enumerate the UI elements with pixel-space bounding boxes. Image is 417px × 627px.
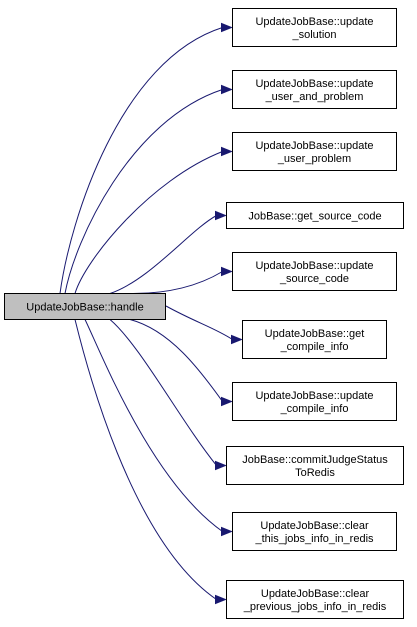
- callee-node-box: [226, 580, 404, 619]
- root-node-label: UpdateJobBase::handle: [26, 302, 143, 314]
- call-edge-arrowhead: [215, 460, 227, 471]
- call-edge: [59, 27, 223, 294]
- call-edge-arrowhead: [221, 22, 233, 33]
- call-edge: [74, 151, 223, 294]
- call-edge: [165, 305, 233, 340]
- callee-node-label-line: UpdateJobBase::update: [255, 390, 373, 402]
- call-edge-arrowhead: [215, 210, 227, 221]
- callee-node-box: [232, 8, 397, 47]
- root-node-box: [4, 293, 166, 320]
- call-edge-arrowhead: [221, 526, 233, 537]
- callee-node-label-line: _user_and_problem: [265, 91, 364, 103]
- callee-node-label-line: _previous_jobs_info_in_redis: [243, 601, 387, 613]
- call-edge: [84, 319, 223, 532]
- callee-node[interactable]: UpdateJobBase::update_solution: [232, 8, 397, 47]
- root-node[interactable]: UpdateJobBase::handle: [4, 293, 166, 320]
- callee-node-label-line: _solution: [291, 29, 336, 41]
- call-edge-arrowhead: [221, 146, 233, 157]
- callee-node-label-line: UpdateJobBase::update: [255, 78, 373, 90]
- call-edge: [64, 89, 223, 294]
- call-edge-arrowhead: [215, 594, 227, 605]
- callee-node-label-line: UpdateJobBase::clear: [261, 588, 370, 600]
- call-edge-arrowhead: [221, 84, 233, 95]
- callee-node-box: [232, 70, 397, 109]
- call-edge: [129, 319, 223, 402]
- callee-node[interactable]: UpdateJobBase::clear_previous_jobs_info_…: [226, 580, 404, 619]
- callee-node[interactable]: UpdateJobBase::update_source_code: [232, 252, 397, 291]
- callee-node-label-line: UpdateJobBase::update: [255, 140, 373, 152]
- callee-node-label-line: ToRedis: [295, 467, 335, 479]
- callee-node-label-line: UpdateJobBase::update: [255, 260, 373, 272]
- call-edge: [109, 319, 217, 466]
- callee-node[interactable]: UpdateJobBase::get_compile_info: [242, 320, 387, 359]
- call-edge-arrowhead: [221, 396, 233, 407]
- callee-node-box: [226, 202, 404, 229]
- callee-node[interactable]: UpdateJobBase::clear_this_jobs_info_in_r…: [232, 512, 397, 551]
- callee-node-label-line: UpdateJobBase::update: [255, 16, 373, 28]
- callee-node-label-line: UpdateJobBase::get: [265, 328, 365, 340]
- callee-node-box: [232, 382, 397, 421]
- callee-node-label-line: _compile_info: [280, 403, 349, 415]
- callee-node[interactable]: UpdateJobBase::update_user_and_problem: [232, 70, 397, 109]
- callee-node[interactable]: UpdateJobBase::update_compile_info: [232, 382, 397, 421]
- callee-node-box: [232, 132, 397, 171]
- callee-node-label-line: JobBase::get_source_code: [248, 211, 381, 223]
- callee-node-box: [232, 512, 397, 551]
- callee-node-label-line: UpdateJobBase::clear: [260, 520, 369, 532]
- callee-node-label-line: _user_problem: [277, 153, 351, 165]
- callee-node[interactable]: UpdateJobBase::update_user_problem: [232, 132, 397, 171]
- callee-node-label-line: _source_code: [279, 273, 349, 285]
- callee-node-box: [226, 446, 404, 485]
- call-edge-arrowhead: [221, 266, 233, 277]
- call-edge: [109, 215, 217, 294]
- callee-node-box: [232, 252, 397, 291]
- call-edges: [59, 22, 243, 605]
- callee-node-label-line: _compile_info: [280, 341, 349, 353]
- call-edge-arrowhead: [231, 334, 243, 345]
- callee-node-label-line: JobBase::commitJudgeStatus: [242, 454, 388, 466]
- callee-node[interactable]: JobBase::get_source_code: [226, 202, 404, 229]
- call-nodes: UpdateJobBase::handle UpdateJobBase::upd…: [4, 8, 404, 619]
- callee-node-box: [242, 320, 387, 359]
- call-edge: [74, 319, 217, 600]
- callee-node-label-line: _this_jobs_info_in_redis: [254, 533, 374, 545]
